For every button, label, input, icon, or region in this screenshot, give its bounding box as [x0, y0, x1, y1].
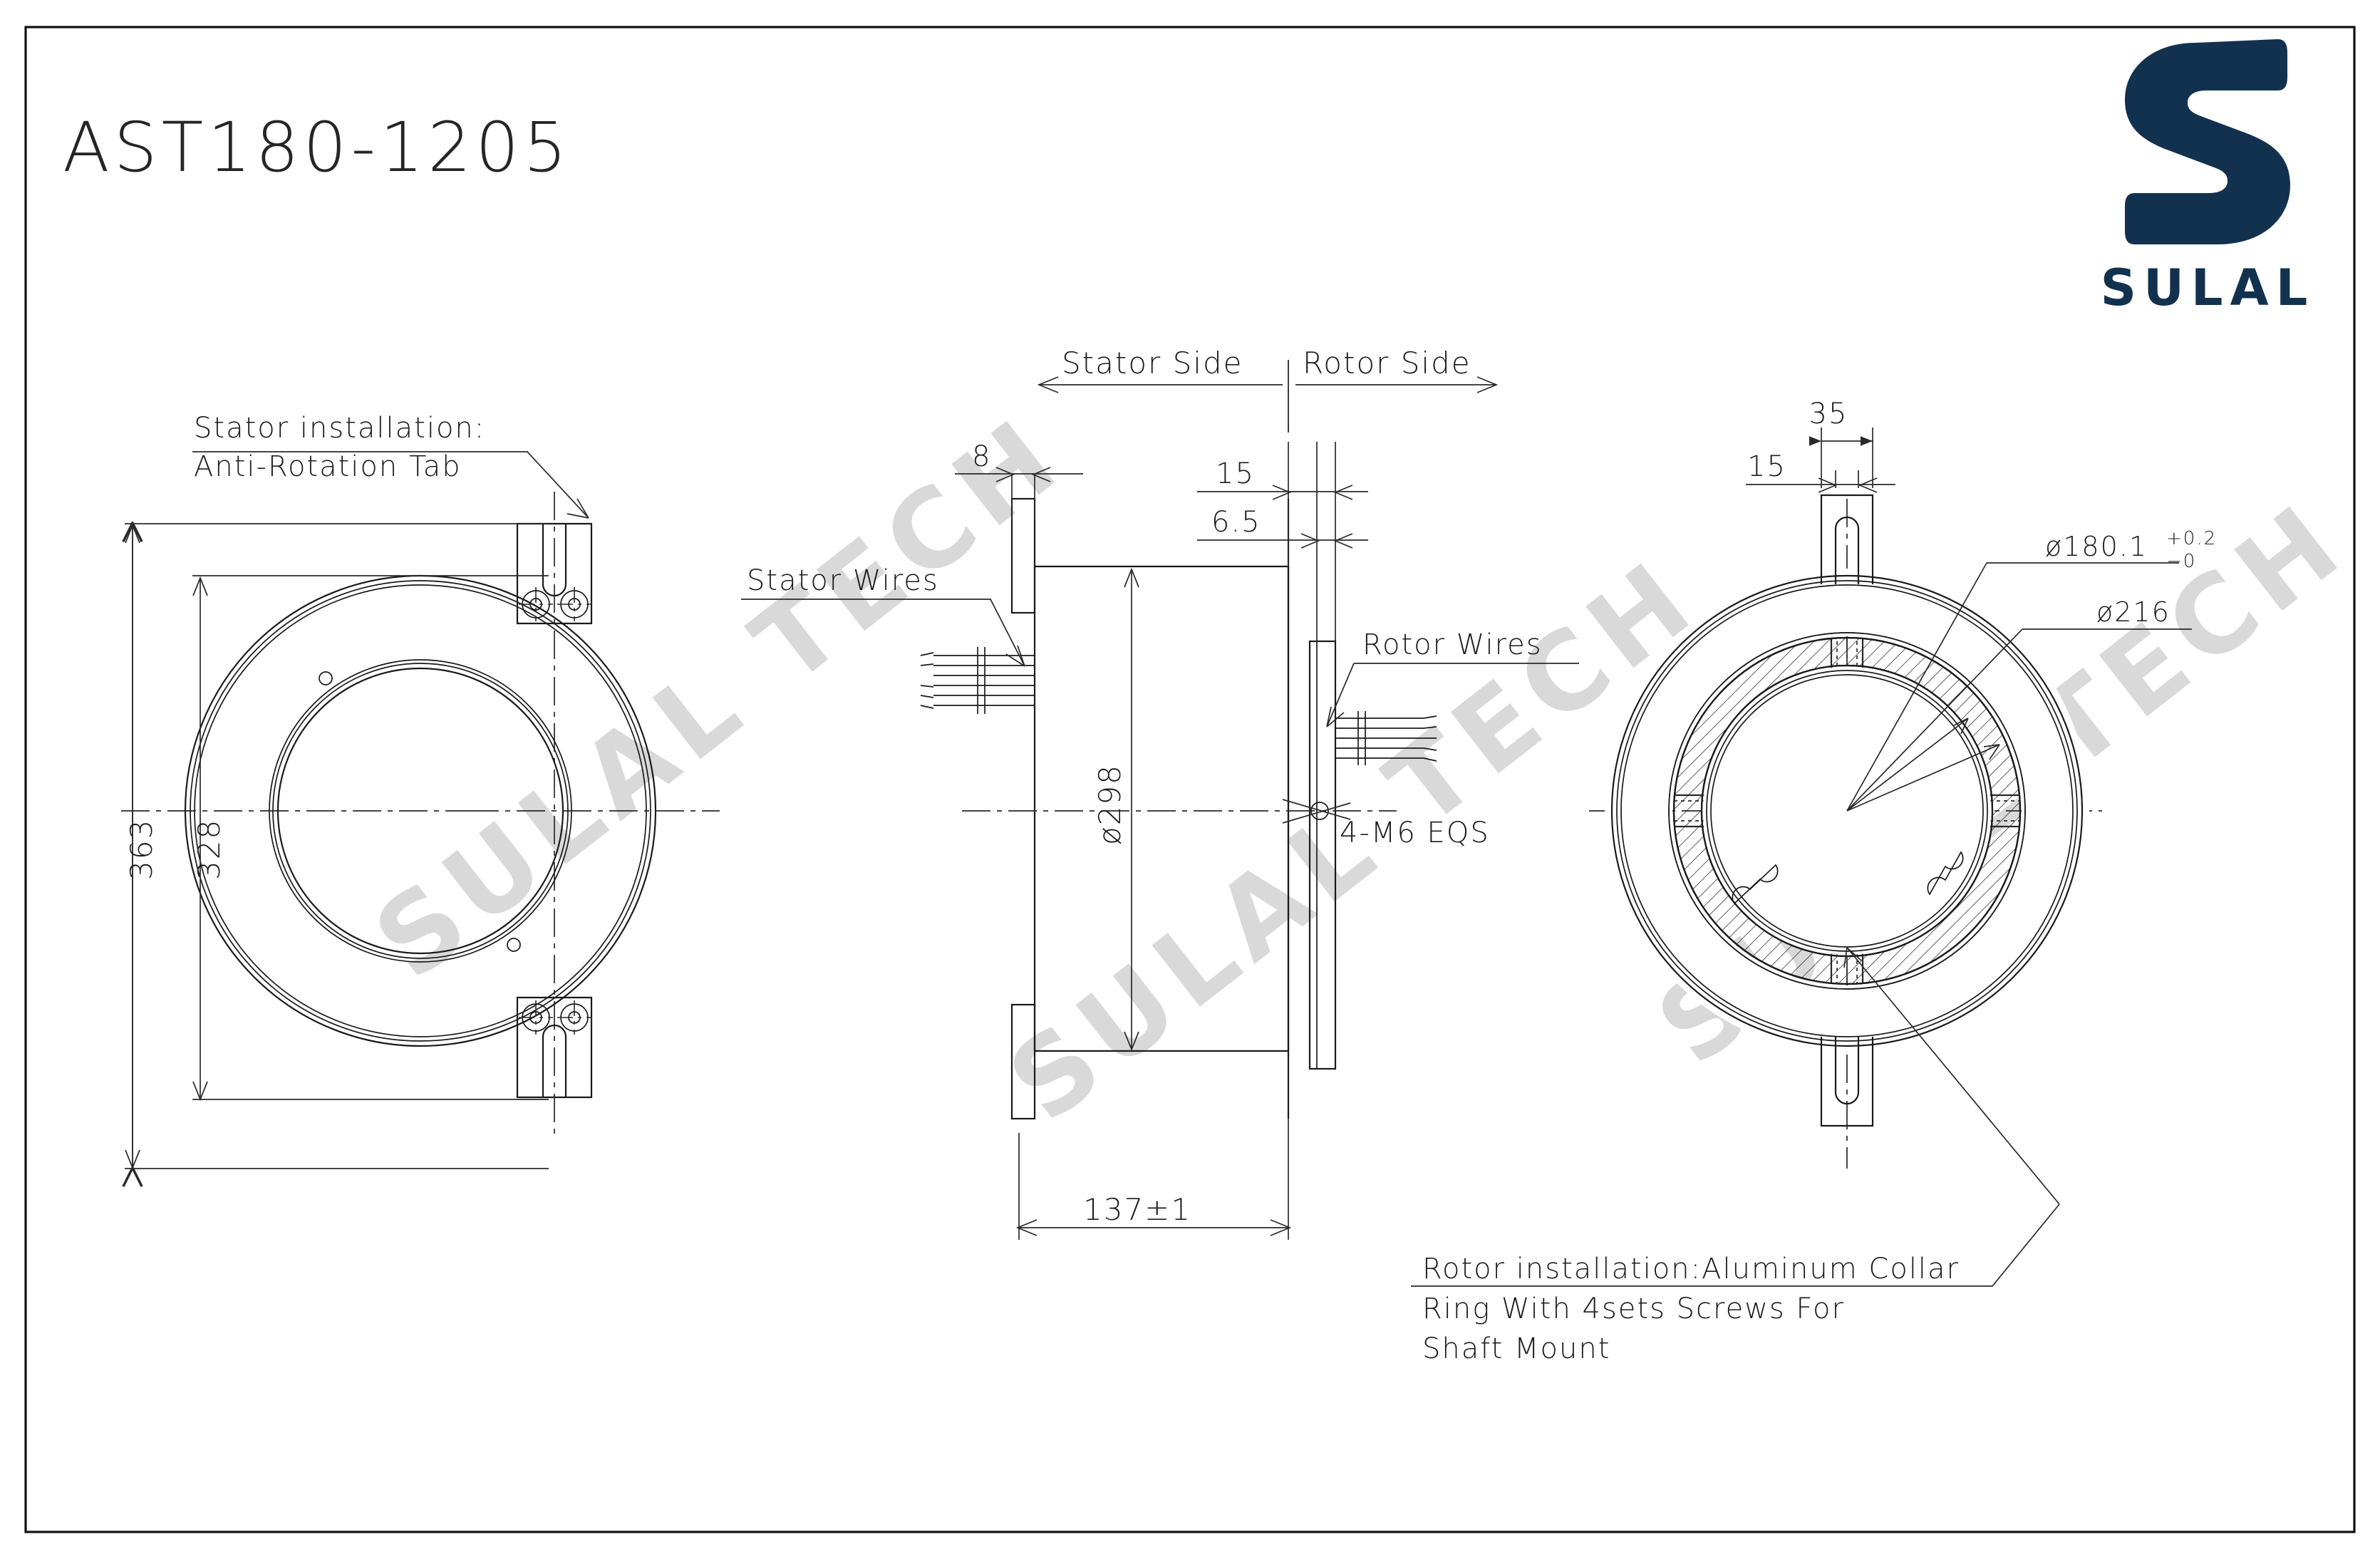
view-front-stator: 363 328 [121, 451, 720, 1169]
callout-stator-wires: Stator Wires [747, 564, 939, 597]
callout-rotor-install-line3: Shaft Mount [1422, 1332, 1610, 1365]
rotor-tab-top [1820, 494, 1874, 584]
dim-collar-bore-tol-lower: −0 [2166, 551, 2196, 572]
callout-rotor-wires: Rotor Wires [1362, 628, 1543, 661]
stator-wires-bundle [920, 647, 1035, 714]
view-rear-rotor [1411, 428, 2192, 1287]
label-stator-side: Stator Side [1062, 346, 1243, 380]
dim-collar-od: ø216 [2096, 596, 2171, 628]
dim-flange-thickness: 8 [972, 440, 991, 473]
view-section [741, 360, 1579, 1240]
anti-rotation-tab-bottom [516, 996, 593, 1099]
callout-thread-spec: 4-M6 EQS [1340, 817, 1490, 849]
dim-collar-bore-tol-upper: +0.2 [2166, 528, 2217, 549]
sulal-logo: SULAL [2101, 39, 2315, 317]
dim-tab-width: 35 [1809, 398, 1848, 430]
dim-tab-offset: 15 [1747, 450, 1786, 483]
sulal-wordmark: SULAL [2101, 259, 2315, 317]
dim-363: 363 [124, 819, 159, 880]
dim-328: 328 [192, 819, 227, 880]
callout-rotor-install-line1: Rotor installation:Aluminum Collar [1422, 1253, 1960, 1285]
dim-collar-bore: ø180.1 [2045, 531, 2148, 562]
dim-rotor-plate: 6.5 [1211, 506, 1261, 539]
rotor-tab-bottom [1820, 1037, 1874, 1127]
dim-overall-length: 137±1 [1083, 1192, 1191, 1227]
anti-rotation-tab-top [516, 522, 593, 625]
page-title: AST180-1205 [63, 108, 571, 187]
dim-rotor-gap: 15 [1216, 457, 1255, 490]
sheet-border [24, 26, 2356, 1533]
label-rotor-side: Rotor Side [1303, 346, 1471, 380]
rotor-wires-bundle [1335, 711, 1437, 765]
callout-stator-install-line2: Anti-Rotation Tab [194, 450, 462, 483]
sulal-s-mark [2125, 39, 2290, 244]
callout-rotor-install-line2: Ring With 4sets Screws For [1422, 1293, 1845, 1325]
callout-stator-install-line1: Stator installation: [194, 412, 485, 445]
dim-bore-dia: ø298 [1092, 764, 1127, 845]
